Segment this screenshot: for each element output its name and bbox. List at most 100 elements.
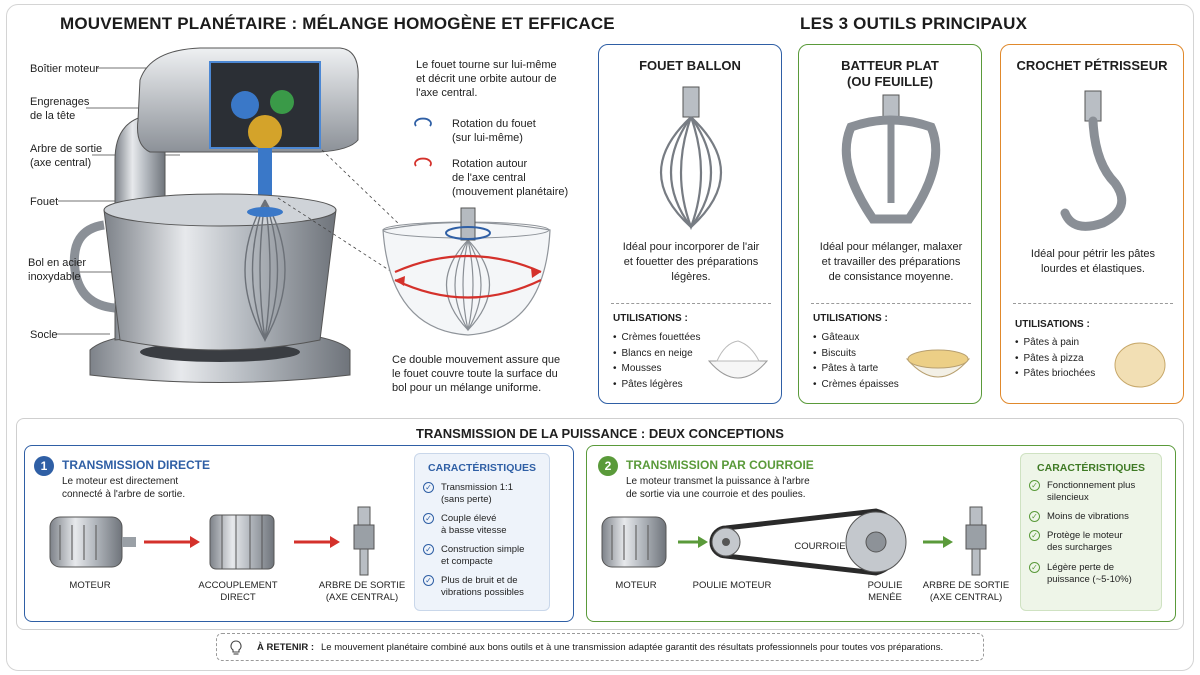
rotation-self-line1: Rotation du fouet <box>452 118 536 130</box>
key-takeaway-label: À RETENIR : <box>257 642 314 653</box>
stand-mixer-illustration <box>56 47 551 383</box>
list-item: Gâteaux <box>813 330 899 346</box>
driven-pulley-line1: POULIE <box>867 580 903 591</box>
belt-title: TRANSMISSION PAR COURROIE <box>626 458 814 472</box>
direct-title: TRANSMISSION DIRECTE <box>62 458 211 472</box>
belt-characteristics-title: CARACTÉRISTIQUES <box>1037 462 1145 474</box>
label-output-shaft-line2: (axe central) <box>30 157 92 169</box>
tool-name-whisk: FOUET BALLON <box>639 58 741 73</box>
summary-line3: bol pour un mélange uniforme. <box>392 382 542 394</box>
feature-text: Transmission 1:1 <box>441 482 513 493</box>
feature-text: Protège le moteur <box>1047 530 1123 541</box>
belt-desc-line1: Le moteur transmet la puissance à l'arbr… <box>626 476 810 487</box>
belt-label: COURROIE <box>794 541 846 552</box>
check-icon: ✓ <box>1029 480 1040 491</box>
motor-pulley-label: POULIE MOTEUR <box>692 580 772 591</box>
check-icon: ✓ <box>423 575 434 586</box>
tool-name-beater: BATTEUR PLAT (OU FEUILLE) <box>799 58 981 90</box>
tool-desc-beater-line2: et travailler des préparations <box>821 256 961 268</box>
balloon-whisk-icon <box>660 86 722 231</box>
tool-desc-whisk-line3: légères. <box>671 271 711 283</box>
feature-text: Fonctionnement plus <box>1047 480 1136 491</box>
tool-desc-beater-line1: Idéal pour mélanger, malaxer <box>819 241 963 253</box>
list-item: Pâtes légères <box>613 377 700 393</box>
label-gears-line1: Engrenages <box>30 96 90 108</box>
belt-shaft-label: ARBRE DE SORTIE (AXE CENTRAL) <box>916 580 1016 604</box>
belt-desc-line2: de sortie via une courroie et des poulie… <box>626 489 806 500</box>
tools-section-title: LES 3 OUTILS PRINCIPAUX <box>800 14 1028 33</box>
page-frame <box>6 4 1194 671</box>
tool-name-beater-line2: (OU FEUILLE) <box>847 74 933 89</box>
direct-transmission-panel <box>24 445 574 622</box>
belt-motor-label: MOTEUR <box>615 580 657 591</box>
belt-shaft-line1: ARBRE DE SORTIE <box>922 580 1010 591</box>
summary-line1: Ce double mouvement assure que <box>392 354 561 366</box>
rotation-orbit-line2: de l'axe central <box>452 172 526 184</box>
driven-pulley-line2: MENÉE <box>868 592 902 603</box>
check-icon: ✓ <box>423 513 434 524</box>
check-icon: ✓ <box>423 482 434 493</box>
uses-title-whisk: UTILISATIONS : <box>613 313 688 324</box>
list-item: Crèmes fouettées <box>613 330 701 346</box>
rotation-orbit-line3: (mouvement planétaire) <box>452 186 569 198</box>
label-output-shaft-line1: Arbre de sortie <box>30 143 103 155</box>
direct-motor-label: MOTEUR <box>69 580 111 591</box>
tool-desc-whisk-line2: et fouetter des préparations <box>623 256 759 268</box>
divider <box>1013 303 1173 304</box>
tool-card-beater: BATTEUR PLAT (OU FEUILLE) Idéal pour mél… <box>798 44 982 404</box>
uses-list-whisk: Crèmes fouettées Blancs en neige Mousses… <box>613 330 701 393</box>
tool-desc-beater-line3: de consistance moyenne. <box>828 271 954 283</box>
tool-desc-beater: Idéal pour mélanger, malaxer et travaill… <box>809 240 973 285</box>
rotation-self-line2: (sur lui-même) <box>452 132 523 144</box>
label-motor-housing: Boîtier moteur <box>30 63 100 75</box>
transmission-section-title: TRANSMISSION DE LA PUISSANCE : DEUX CONC… <box>416 426 784 441</box>
list-item: Crèmes épaisses <box>813 377 899 393</box>
feature-text: et compacte <box>441 556 493 567</box>
key-takeaway-box: À RETENIR : Le mouvement planétaire comb… <box>216 633 984 661</box>
driven-pulley-label: POULIE MENÉE <box>850 580 920 604</box>
label-bowl-line2: inoxydable <box>28 271 81 283</box>
check-icon: ✓ <box>1029 511 1040 522</box>
direct-desc-line2: connecté à l'arbre de sortie. <box>62 489 186 500</box>
summary-line2: le fouet couvre toute la surface du <box>392 368 558 380</box>
direct-shaft-line2: (AXE CENTRAL) <box>325 592 399 603</box>
direct-transmission-diagram <box>49 506 375 576</box>
direct-number-badge: 1 <box>34 456 54 476</box>
belt-transmission-panel <box>586 445 1176 622</box>
mixer-section-title: MOUVEMENT PLANÉTAIRE : MÉLANGE HOMOGÈNE … <box>60 14 615 33</box>
check-icon: ✓ <box>1029 562 1040 573</box>
divider <box>611 303 771 304</box>
uses-title-beater: UTILISATIONS : <box>813 313 888 324</box>
divider <box>811 303 971 304</box>
list-item: Pâtes à tarte <box>813 361 899 377</box>
feature-text: Plus de bruit et de <box>441 575 518 586</box>
flat-beater-icon <box>841 94 941 224</box>
list-item: Mousses <box>613 361 700 377</box>
belt-desc: Le moteur transmet la puissance à l'arbr… <box>626 475 810 501</box>
feature-text: Couple élevé <box>441 513 497 524</box>
belt-number-badge: 2 <box>598 456 618 476</box>
label-gears-line2: de la tête <box>30 110 76 122</box>
explain-line2: et décrit une orbite autour de <box>416 73 557 85</box>
key-takeaway-text: Le mouvement planétaire combiné aux bons… <box>321 642 944 653</box>
feature-text: puissance (~5-10%) <box>1047 574 1132 585</box>
label-whisk: Fouet <box>30 196 59 208</box>
direct-coupling-label: ACCOUPLEMENT DIRECT <box>190 580 286 604</box>
feature-text: des surcharges <box>1047 542 1112 553</box>
rotation-orbit-line1: Rotation autour <box>452 158 528 170</box>
explain-line1: Le fouet tourne sur lui-même <box>416 59 557 71</box>
direct-shaft-label: ARBRE DE SORTIE (AXE CENTRAL) <box>312 580 412 604</box>
tool-desc-hook: Idéal pour pétrir les pâtes lourdes et é… <box>1011 247 1175 277</box>
explain-line3: l'axe central. <box>416 87 478 99</box>
feature-text: Moins de vibrations <box>1047 511 1129 522</box>
tool-card-hook: CROCHET PÉTRISSEUR Idéal pour pétrir les… <box>1000 44 1184 404</box>
belt-transmission-diagram <box>601 506 987 576</box>
tool-desc-hook-line2: lourdes et élastiques. <box>1041 263 1145 275</box>
feature-text: silencieux <box>1047 492 1089 503</box>
list-item: Pâtes à pizza <box>1015 351 1095 367</box>
direct-shaft-line1: ARBRE DE SORTIE <box>318 580 406 591</box>
